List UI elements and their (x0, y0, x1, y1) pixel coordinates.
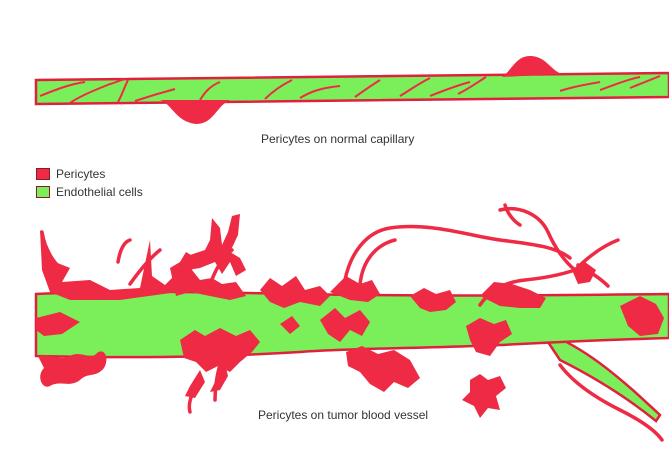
legend-label: Endothelial cells (56, 185, 143, 199)
normal-capillary-caption: Pericytes on normal capillary (261, 132, 414, 146)
tumor-vessel (36, 205, 669, 440)
legend-label: Pericytes (56, 167, 105, 181)
normal-capillary (36, 56, 669, 124)
normal-pericyte-body-lower (160, 100, 230, 124)
tumor-vessel-caption: Pericytes on tumor blood vessel (258, 408, 428, 422)
normal-pericyte-body-upper (502, 56, 562, 77)
endothelial-swatch (36, 186, 50, 198)
legend: Pericytes Endothelial cells (36, 165, 143, 201)
pericytes-swatch (36, 168, 50, 180)
legend-item-endothelial: Endothelial cells (36, 183, 143, 201)
normal-capillary-endothelium (36, 73, 669, 104)
tumor-vessel-branch (540, 330, 660, 421)
legend-item-pericytes: Pericytes (36, 165, 143, 183)
